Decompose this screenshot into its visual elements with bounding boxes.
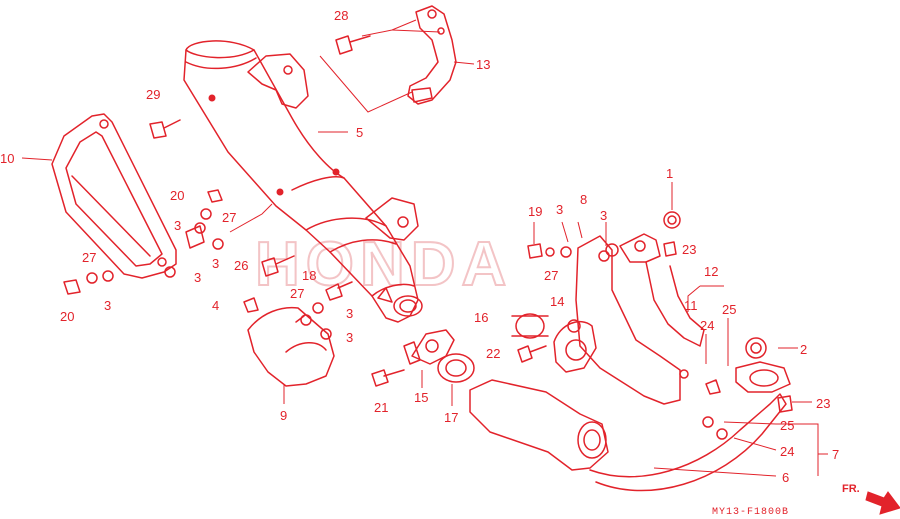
callout-23: 23 [816, 396, 830, 411]
callout-4: 4 [212, 298, 219, 313]
callout-27: 27 [222, 210, 236, 225]
drawing-code: MY13-F1800B [712, 507, 789, 518]
callout-28: 28 [334, 8, 348, 23]
part-5-muffler [183, 40, 423, 323]
callout-27: 27 [544, 268, 558, 283]
callout-22: 22 [486, 346, 500, 361]
part-9-guard [247, 306, 335, 387]
callout-3: 3 [104, 298, 111, 313]
callout-20: 20 [170, 188, 184, 203]
callout-26: 26 [234, 258, 248, 273]
callout-3: 3 [600, 208, 607, 223]
part-13-bracket [407, 5, 457, 105]
callout-10: 10 [0, 151, 14, 166]
callout-27: 27 [290, 286, 304, 301]
callout-14: 14 [550, 294, 564, 309]
callout-25: 25 [780, 418, 794, 433]
callout-24: 24 [780, 444, 794, 459]
callout-3: 3 [194, 270, 201, 285]
callout-3: 3 [346, 330, 353, 345]
callout-21: 21 [374, 400, 388, 415]
callout-11: 11 [684, 298, 698, 313]
callout-16: 16 [474, 310, 488, 325]
hardware-items [63, 35, 793, 440]
callout-5: 5 [356, 125, 363, 140]
leader-lines [21, 19, 828, 477]
callout-27: 27 [82, 250, 96, 265]
callout-7: 7 [832, 447, 839, 462]
callout-17: 17 [444, 410, 458, 425]
callout-24: 24 [700, 318, 714, 333]
exhaust-pipes [469, 233, 791, 492]
callout-19: 19 [528, 204, 542, 219]
front-direction-arrow: FR. [842, 483, 900, 515]
callout-1: 1 [666, 166, 673, 181]
callout-13: 13 [476, 57, 490, 72]
callout-3: 3 [174, 218, 181, 233]
joint-parts [371, 313, 597, 387]
callout-12: 12 [704, 264, 718, 279]
callout-25: 25 [722, 302, 736, 317]
callout-15: 15 [414, 390, 428, 405]
callout-9: 9 [280, 408, 287, 423]
callout-3: 3 [556, 202, 563, 217]
front-direction-label: FR. [842, 483, 860, 495]
callout-numbers: 1 2 3 3 3 3 3 3 3 3 4 5 6 7 8 9 10 11 12… [0, 8, 839, 485]
callout-2: 2 [800, 342, 807, 357]
callout-29: 29 [146, 87, 160, 102]
callout-6: 6 [782, 470, 789, 485]
callout-18: 18 [302, 268, 316, 283]
callout-8: 8 [580, 192, 587, 207]
callout-3: 3 [212, 256, 219, 271]
callout-20: 20 [60, 309, 74, 324]
callout-23: 23 [682, 242, 696, 257]
callout-3: 3 [346, 306, 353, 321]
